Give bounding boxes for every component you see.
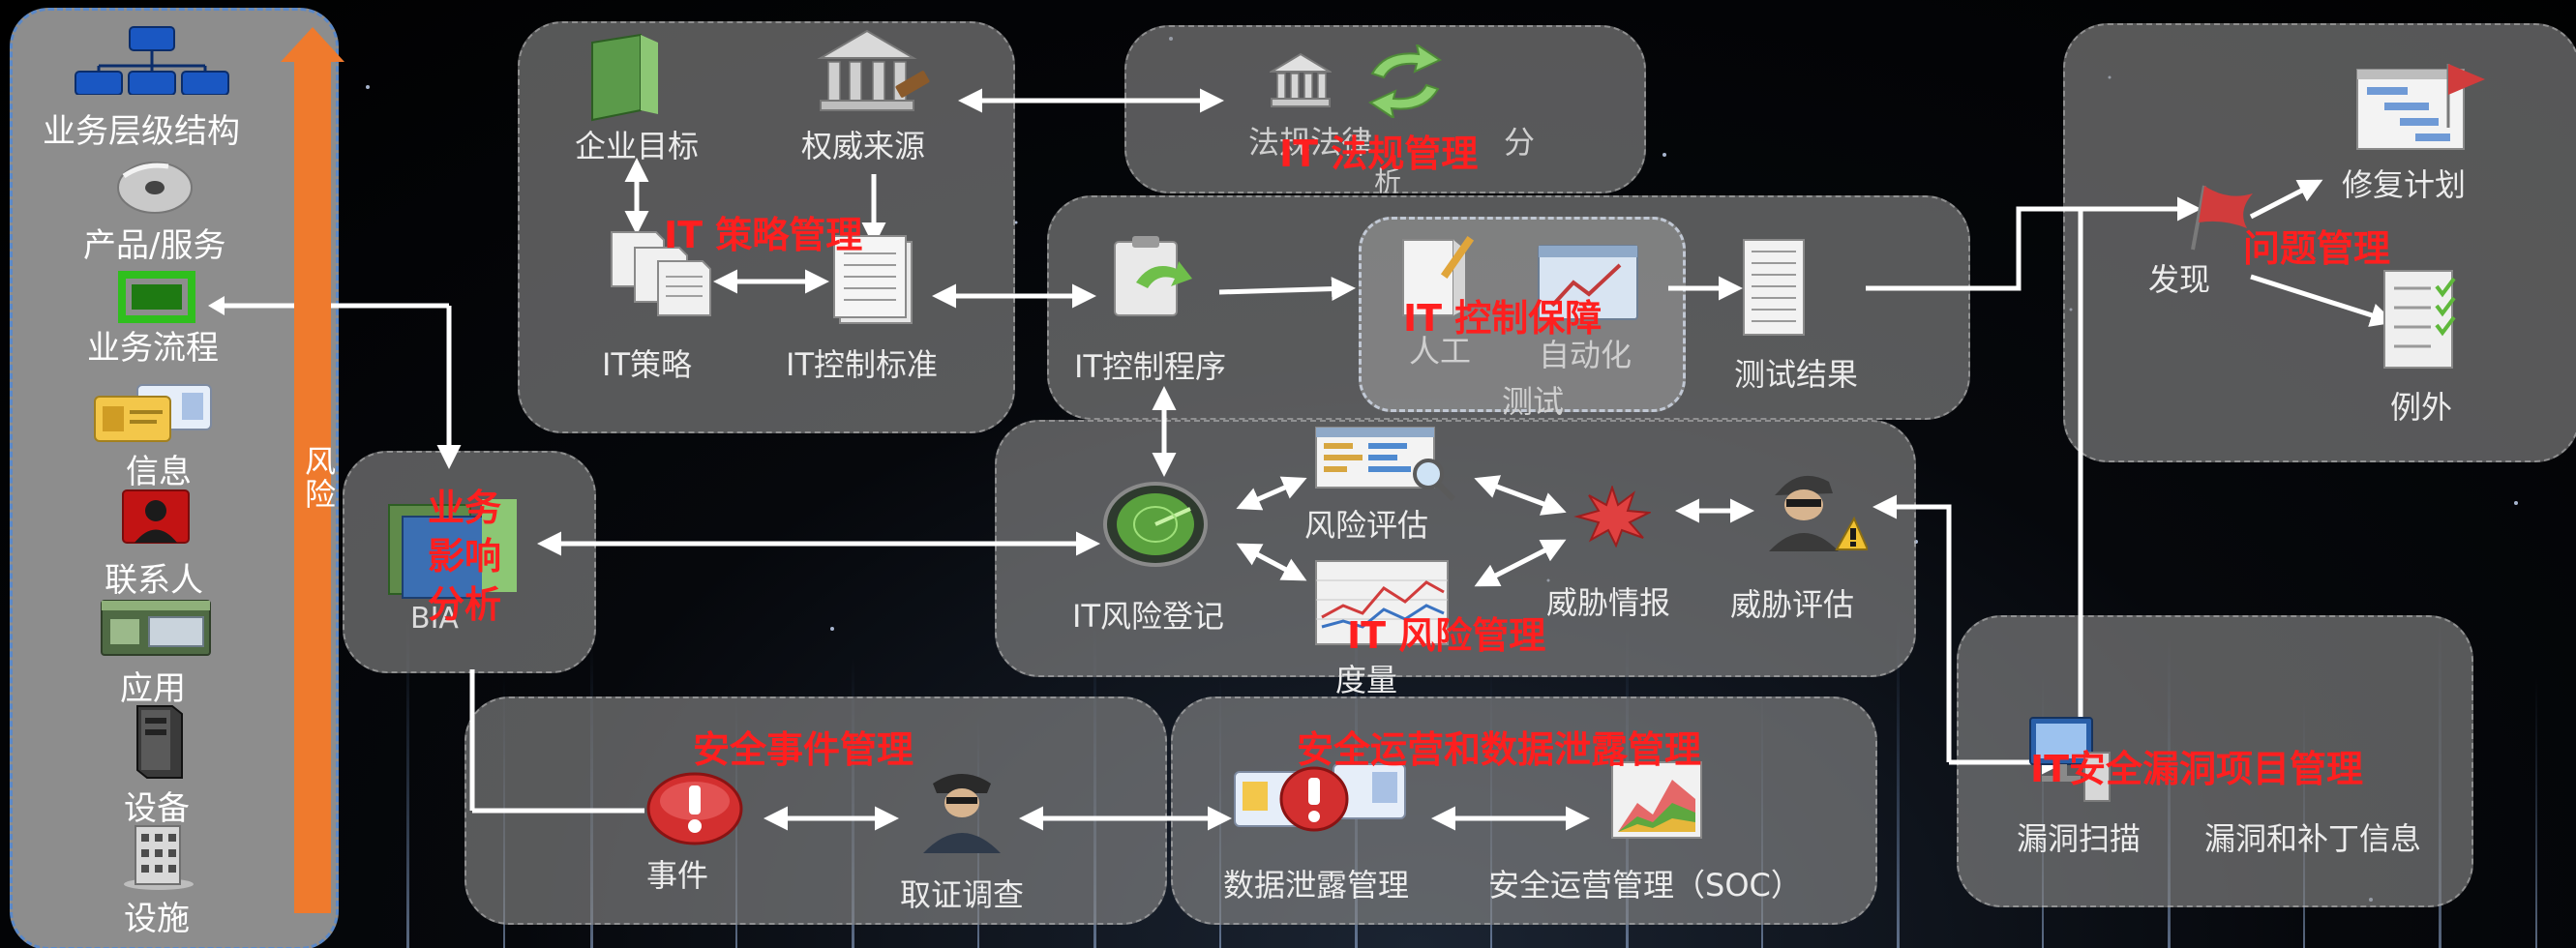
- node-automation: 自动化: [1539, 337, 1632, 373]
- sidebar-item-business-hierarchy: 业务层级结构: [43, 112, 240, 151]
- node-it-control-procedures: IT控制程序: [1074, 348, 1226, 385]
- id-cards-icon: [93, 383, 215, 447]
- node-forensic-investigation: 取证调查: [900, 876, 1025, 913]
- node-test-results: 测试结果: [1734, 356, 1859, 393]
- node-regulatory-analysis-tail: 分: [1504, 124, 1536, 161]
- node-it-risk-register: IT风险登记: [1072, 598, 1224, 635]
- manual-document-icon: [1401, 234, 1481, 321]
- policy-documents-icon: [608, 228, 718, 323]
- node-vulnerability-patch-info: 漏洞和补丁信息: [2204, 820, 2422, 857]
- soc-dashboard-icon: [1610, 760, 1703, 844]
- sidebar-item-information: 信息: [126, 453, 192, 491]
- node-regulatory-analysis-line1: 法规法律: [1248, 124, 1373, 161]
- soc-title: 安全运营和数据泄露管理: [1297, 728, 1702, 771]
- node-threat-assessment: 威胁评估: [1730, 586, 1855, 623]
- node-risk-assessment: 风险评估: [1304, 507, 1429, 544]
- sidebar-item-product-service: 产品/服务: [83, 226, 226, 265]
- exception-checklist-icon: [2382, 269, 2470, 375]
- risk-assessment-table-icon: [1314, 426, 1459, 509]
- node-incident: 事件: [646, 857, 709, 894]
- node-discovery: 发现: [2148, 261, 2211, 298]
- process-bracket-icon: [116, 269, 197, 329]
- vuln-title: IT安全漏洞项目管理: [2030, 748, 2364, 790]
- bia-book-icon: [385, 493, 521, 606]
- node-it-control-standards: IT控制标准: [786, 346, 938, 383]
- threat-actor-icon: [1761, 464, 1870, 557]
- contact-person-icon: [122, 489, 190, 548]
- metrics-chart-icon: [1314, 559, 1450, 650]
- node-security-operations-soc: 安全运营管理（SOC）: [1488, 867, 1802, 904]
- node-authoritative-sources: 权威来源: [801, 128, 926, 164]
- test-results-icon: [1742, 238, 1810, 342]
- sidebar-item-facilities: 设施: [124, 900, 190, 938]
- node-enterprise-goals: 企业目标: [575, 128, 700, 164]
- bia-title: 业务 影响 分析: [428, 487, 502, 626]
- node-threat-intelligence: 威胁情报: [1546, 584, 1671, 621]
- bia-abbreviation: BIA: [410, 602, 459, 636]
- folder-icon: [586, 33, 664, 126]
- strategy-title: IT 策略管理: [664, 214, 863, 256]
- node-vulnerability-scan: 漏洞扫描: [2017, 820, 2142, 857]
- node-manual: 人工: [1409, 333, 1472, 370]
- building-icon: [122, 822, 195, 894]
- node-metrics: 度量: [1335, 662, 1398, 698]
- regulation-bank-icon: [1268, 52, 1333, 112]
- regulatory-title: IT 法规管理: [1279, 133, 1479, 175]
- server-tower-icon: [128, 702, 186, 784]
- data-breach-icon: [1233, 758, 1407, 840]
- incident-title: 安全事件管理: [693, 728, 914, 771]
- node-testing: 测试: [1502, 383, 1565, 420]
- node-data-breach-management: 数据泄露管理: [1223, 867, 1410, 904]
- node-it-policy: IT策略: [602, 346, 692, 383]
- risk-register-radar-icon: [1101, 480, 1210, 573]
- business-hierarchy-sidebar: [10, 8, 339, 948]
- control-title: IT 控制保障: [1403, 297, 1603, 340]
- node-exception: 例外: [2390, 389, 2453, 426]
- sidebar-item-devices: 设备: [124, 789, 190, 828]
- issue-title: 问题管理: [2243, 227, 2391, 270]
- risk-arrow: [281, 27, 344, 913]
- clipboard-check-icon: [1107, 234, 1196, 323]
- investigator-icon: [917, 764, 1004, 857]
- sidebar-item-business-process: 业务流程: [87, 329, 219, 368]
- gantt-chart-icon: [2355, 60, 2487, 157]
- risk-label: 风险: [300, 445, 337, 511]
- node-remediation-plan: 修复计划: [2342, 166, 2467, 203]
- incident-alert-icon: [646, 772, 743, 849]
- sidebar-item-application: 应用: [120, 669, 186, 708]
- control-standards-icon: [830, 234, 917, 331]
- disc-icon: [114, 157, 195, 221]
- courthouse-icon: [817, 25, 933, 120]
- org-chart-icon: [74, 25, 230, 99]
- threat-intel-burst-icon: [1573, 484, 1653, 551]
- node-regulatory-analysis-line2: 析: [1374, 165, 1402, 197]
- sidebar-item-contacts: 联系人: [105, 561, 203, 600]
- risk-title: IT 风险管理: [1347, 614, 1546, 657]
- refresh-cycle-icon: [1359, 42, 1452, 122]
- application-window-icon: [101, 600, 211, 660]
- automation-screen-icon: [1537, 244, 1639, 325]
